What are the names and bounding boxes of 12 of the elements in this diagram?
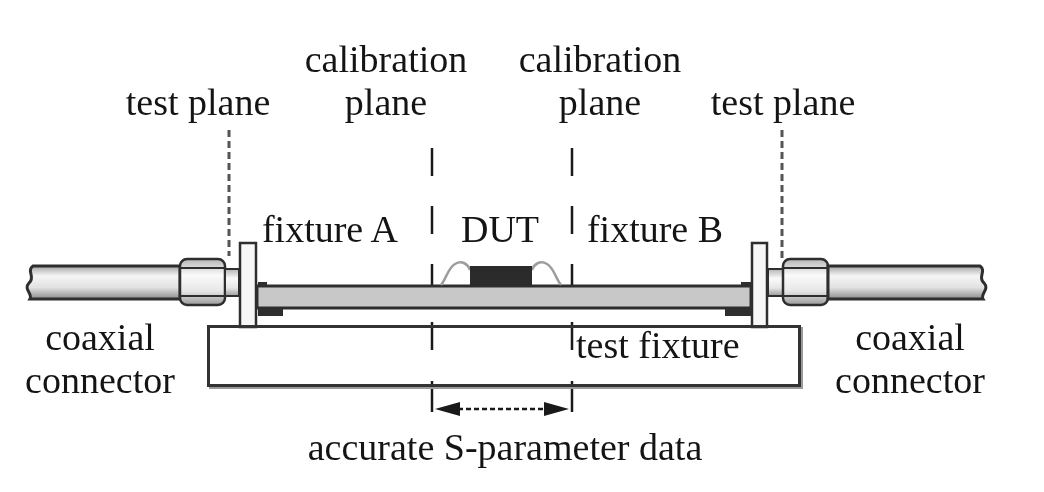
fixture-label: test fixture (576, 328, 740, 362)
part-label: DUT (460, 208, 540, 251)
plane-label: test plane (125, 81, 271, 124)
part-label: fixture B (586, 208, 724, 251)
test-fixture-base (207, 325, 801, 387)
connector-label: coaxial connector (25, 316, 175, 402)
plane-label: calibration plane (518, 38, 682, 124)
connector-label: coaxial connector (835, 316, 985, 402)
plane-label: test plane (710, 81, 856, 124)
part-label: fixture A (261, 208, 399, 251)
dimension-label: accurate S-parameter data (307, 426, 703, 469)
plane-label: calibration plane (304, 38, 468, 124)
